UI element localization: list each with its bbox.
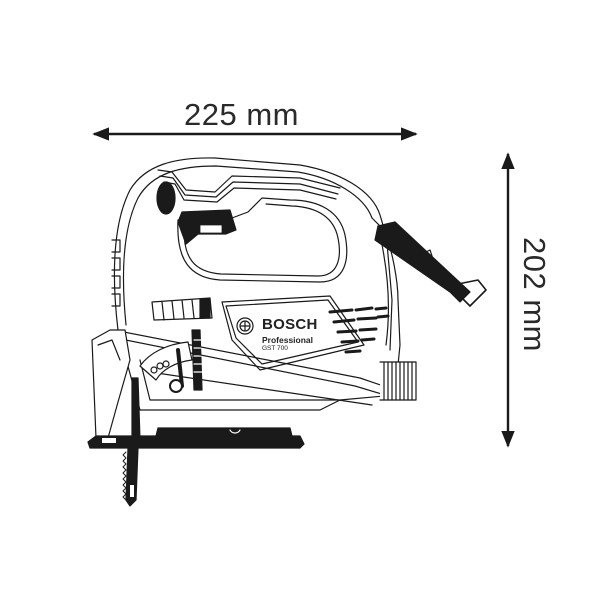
jigsaw-body — [87, 157, 487, 507]
product-line-text: Professional — [262, 335, 314, 345]
width-dimension-label: 225 mm — [184, 97, 299, 132]
height-dimension-label: 202 mm — [517, 237, 552, 352]
model-number-text: GST 700 — [262, 345, 288, 352]
brand-logo-text: BOSCH — [262, 316, 318, 333]
